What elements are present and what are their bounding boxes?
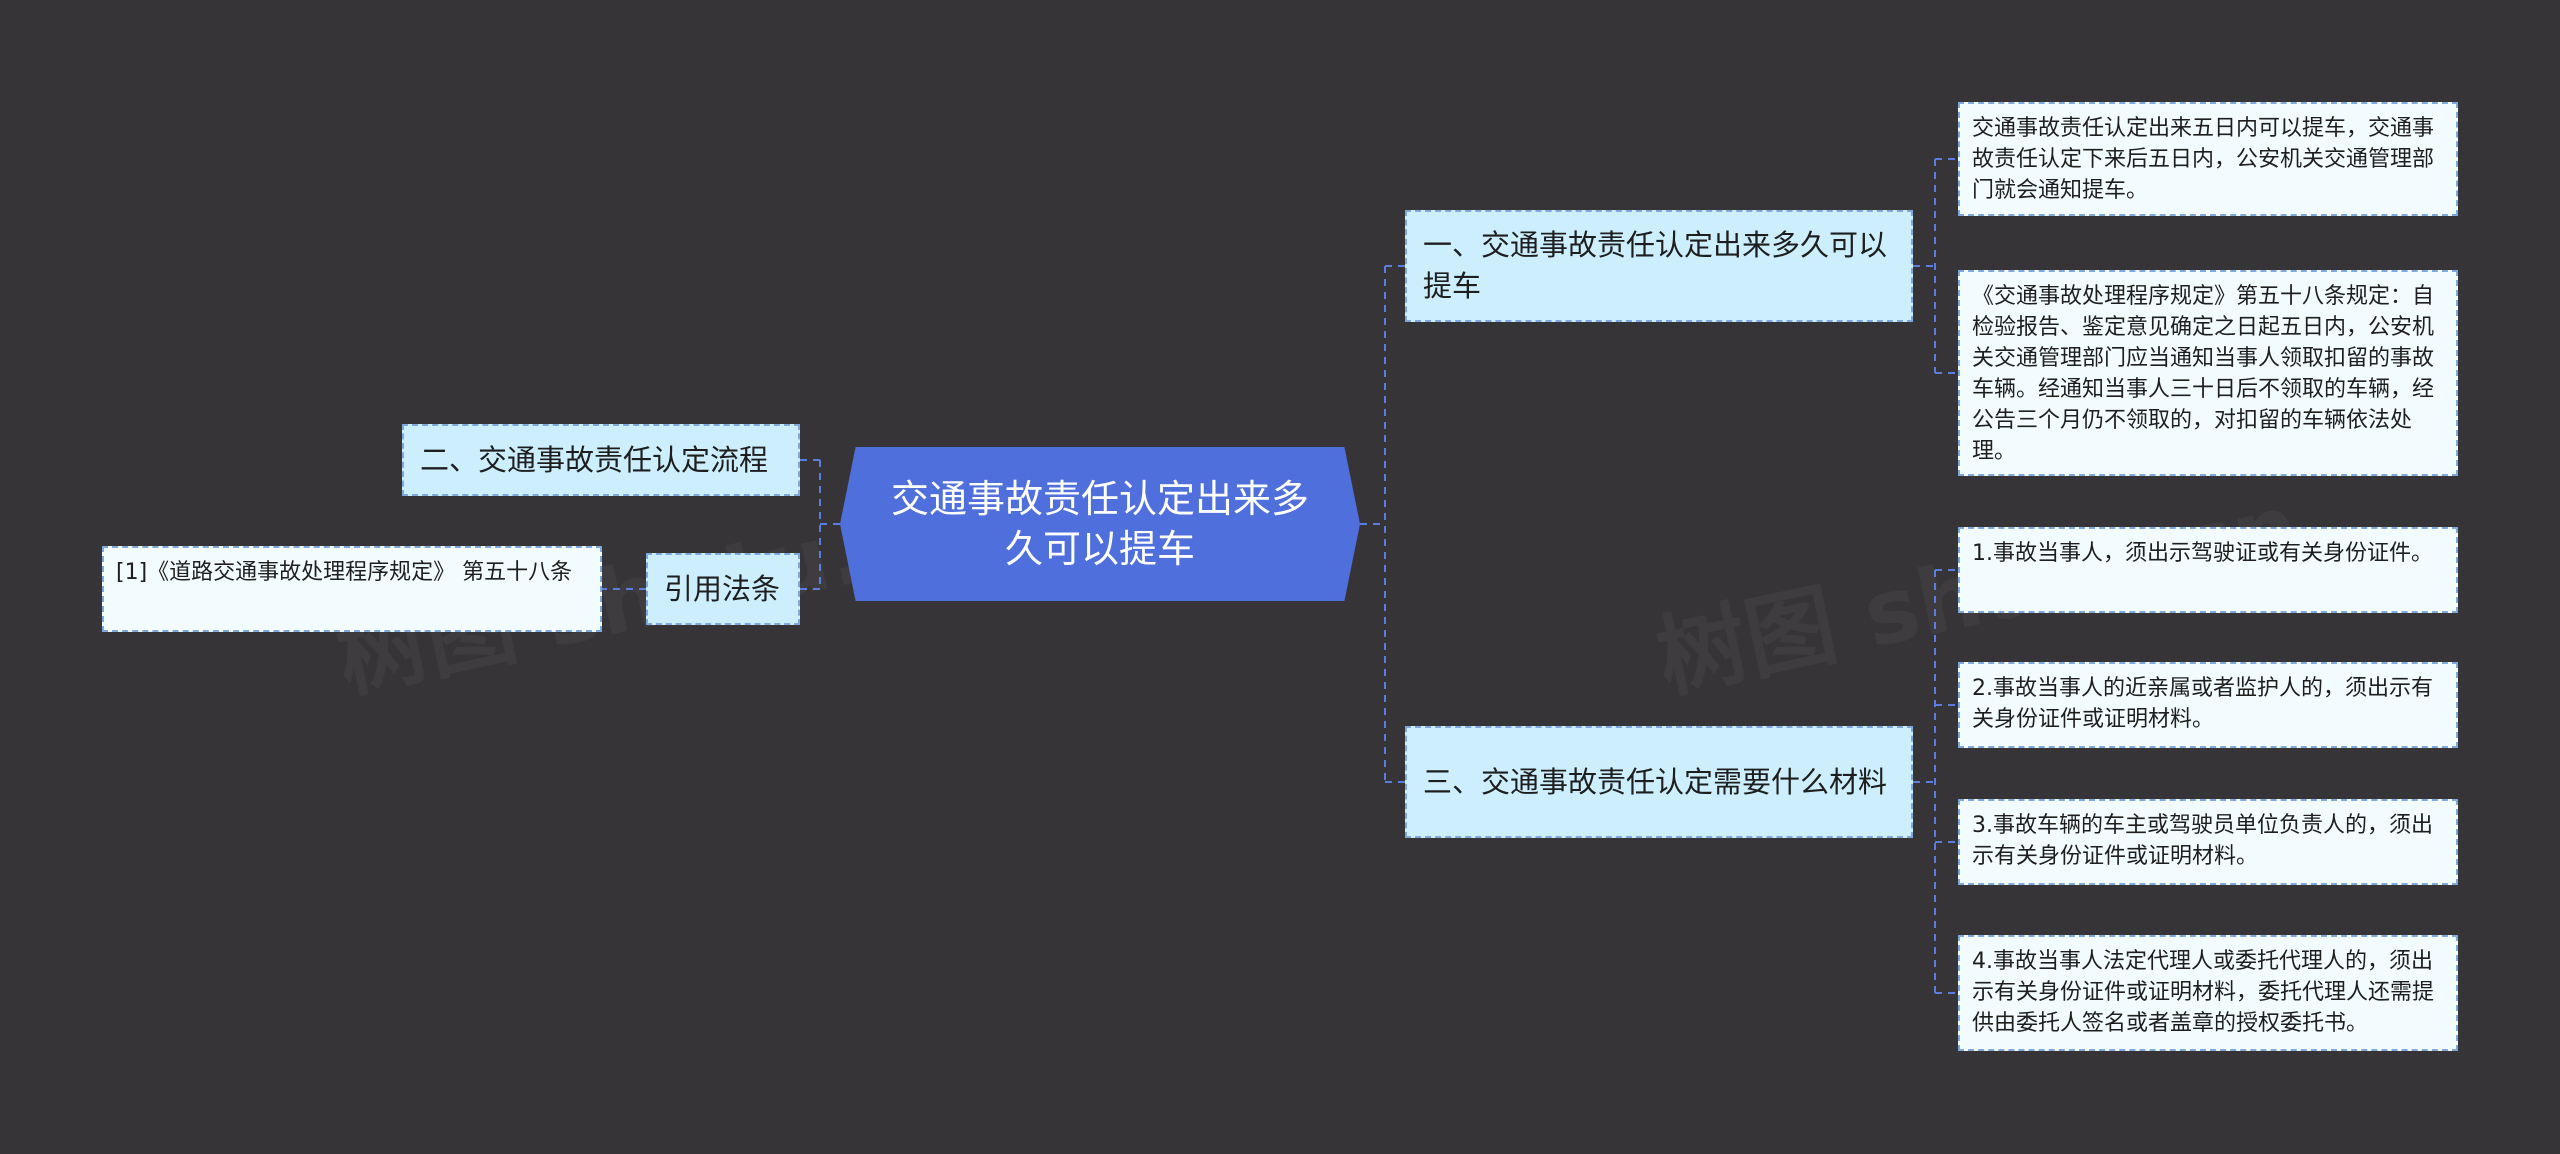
- subtopic-pickup-time-regulation[interactable]: 《交通事故处理程序规定》第五十八条规定：自检验报告、鉴定意见确定之日起五日内，公…: [1958, 270, 2458, 476]
- subtopic-material-2[interactable]: 2.事故当事人的近亲属或者监护人的，须出示有关身份证件或证明材料。: [1958, 662, 2458, 748]
- topic-cited-law[interactable]: 引用法条: [646, 553, 800, 625]
- subtopic-material-3[interactable]: 3.事故车辆的车主或驾驶员单位负责人的，须出示有关身份证件或证明材料。: [1958, 799, 2458, 885]
- topic-determination-process[interactable]: 二、交通事故责任认定流程: [402, 424, 800, 496]
- topic-pickup-time[interactable]: 一、交通事故责任认定出来多久可以提车: [1405, 210, 1913, 322]
- root-topic[interactable]: 交通事故责任认定出来多久可以提车: [840, 447, 1360, 601]
- subtopic-pickup-time-answer[interactable]: 交通事故责任认定出来五日内可以提车，交通事故责任认定下来后五日内，公安机关交通管…: [1958, 102, 2458, 216]
- subtopic-cited-law-reference[interactable]: [1]《道路交通事故处理程序规定》 第五十八条: [102, 546, 602, 632]
- topic-required-materials[interactable]: 三、交通事故责任认定需要什么材料: [1405, 726, 1913, 838]
- subtopic-material-1[interactable]: 1.事故当事人，须出示驾驶证或有关身份证件。: [1958, 527, 2458, 613]
- subtopic-material-4[interactable]: 4.事故当事人法定代理人或委托代理人的，须出示有关身份证件或证明材料，委托代理人…: [1958, 935, 2458, 1051]
